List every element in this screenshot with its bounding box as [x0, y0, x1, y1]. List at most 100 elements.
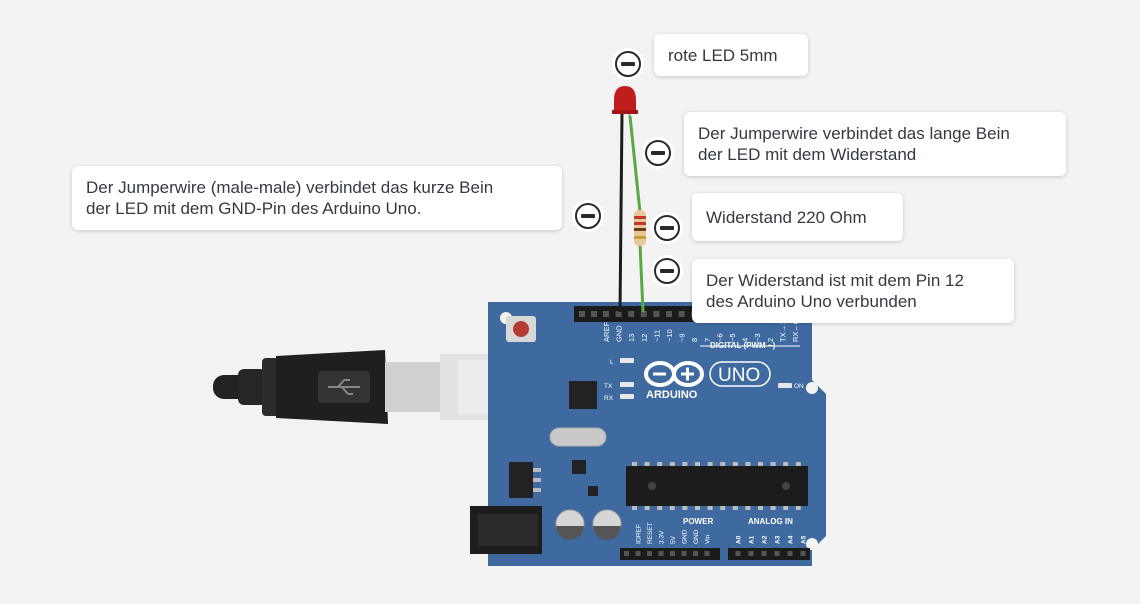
header-pin[interactable]: [615, 311, 622, 317]
digital-pin-label: 4: [741, 338, 750, 342]
chip-pin: [720, 462, 726, 466]
analog-pin[interactable]: [761, 551, 767, 556]
power-pin[interactable]: [670, 551, 675, 556]
analog-pin[interactable]: [748, 551, 754, 556]
led-rx-label: RX: [604, 395, 614, 402]
digital-pin-label: 13: [627, 334, 636, 342]
analog-pin[interactable]: [735, 551, 741, 556]
power-jack[interactable]: [470, 506, 542, 554]
digital-pin-label: ~11: [652, 330, 661, 342]
header-pin[interactable]: [579, 311, 585, 317]
chip-pin: [795, 462, 801, 466]
chip-pin: [669, 506, 675, 510]
led-on-label: ON: [794, 383, 804, 390]
chip-pin: [695, 506, 700, 510]
collapse-led-callout-icon[interactable]: [615, 51, 641, 77]
power-pin[interactable]: [647, 551, 652, 556]
power-pin[interactable]: [681, 551, 687, 556]
power-pin[interactable]: [635, 551, 641, 556]
header-pin[interactable]: [603, 311, 609, 317]
collapse-resistor-callout-icon[interactable]: [654, 215, 680, 241]
collapse-jumper-short-callout-icon[interactable]: [575, 203, 601, 229]
power-pin-label: GND: [693, 529, 700, 544]
digital-pin-label: ~3: [753, 333, 762, 342]
power-pin[interactable]: [624, 551, 629, 556]
power-pin[interactable]: [704, 551, 710, 556]
callout-resistor-text: Widerstand 220 Ohm: [706, 207, 867, 227]
led-tx: [620, 382, 634, 387]
power-pin-label: 5V: [670, 535, 677, 544]
power-pin[interactable]: [658, 551, 664, 556]
analog-pin-label: A1: [749, 535, 756, 544]
digital-pin-label: GND: [615, 325, 624, 342]
power-pin-label: 3.3V: [659, 530, 666, 544]
reset-button[interactable]: [506, 316, 536, 342]
collapse-jumper-long-callout-icon[interactable]: [645, 140, 671, 166]
chip-pin: [758, 462, 763, 466]
chip-pin: [695, 462, 700, 466]
callout-resistor-pin: Der Widerstand ist mit dem Pin 12 des Ar…: [692, 259, 1014, 323]
jumper-wire-black[interactable]: [618, 113, 624, 313]
chip-pin: [657, 506, 663, 510]
analog-pin[interactable]: [800, 551, 806, 556]
chip-pin: [682, 462, 688, 466]
jumper-wire-green[interactable]: [628, 115, 642, 213]
chip-pin: [682, 506, 688, 510]
chip-pin: [770, 462, 776, 466]
analog-pin[interactable]: [774, 551, 780, 556]
header-pin[interactable]: [628, 311, 635, 317]
analog-pin[interactable]: [787, 551, 793, 556]
red-led[interactable]: [612, 86, 641, 313]
uno-badge: [709, 361, 771, 387]
callout-jumper-long-line2: der LED mit dem Widerstand: [698, 145, 917, 164]
collapse-resistor-pin-callout-icon[interactable]: [654, 258, 680, 284]
header-pin[interactable]: [640, 311, 647, 317]
atmega-pins: [632, 462, 801, 510]
chip-pin: [644, 462, 650, 466]
analog-pin-label: A4: [788, 535, 795, 544]
chip-pin: [669, 462, 675, 466]
led-on: [778, 383, 792, 388]
power-label: POWER: [683, 517, 713, 526]
power-pin-label: Vin: [705, 534, 712, 544]
led-l: [620, 358, 634, 363]
chip-pin: [795, 506, 801, 510]
digital-pin-label: ~9: [678, 333, 687, 342]
callout-jumper-short: Der Jumperwire (male-male) verbindet das…: [72, 166, 562, 230]
header-pin[interactable]: [666, 311, 672, 317]
header-pin[interactable]: [678, 311, 685, 317]
analog-pin-label: A0: [736, 535, 743, 544]
chip-pin: [657, 462, 663, 466]
digital-pin-label: AREF: [602, 322, 611, 342]
mount-hole: [806, 382, 818, 394]
chip-pin: [770, 506, 776, 510]
digital-label: DIGITAL (PWM ~): [710, 341, 776, 350]
header-pin[interactable]: [653, 311, 660, 317]
usb-chip: [569, 381, 597, 409]
digital-pin-label: 12: [640, 334, 649, 342]
usb-symbol-icon: [328, 379, 360, 395]
digital-pin-label: ~5: [728, 333, 737, 342]
chip-pin: [632, 506, 637, 510]
resistor[interactable]: [634, 210, 646, 246]
callout-resistor: Widerstand 220 Ohm: [692, 193, 903, 241]
callout-led-text: rote LED 5mm: [668, 45, 778, 65]
digital-pin-label: ~6: [715, 333, 724, 342]
jumper-wire-green-pin12[interactable]: [638, 243, 645, 313]
digital-pin-label: 7: [703, 338, 712, 342]
led-tx-label: TX: [604, 383, 613, 390]
header-pin[interactable]: [591, 311, 597, 317]
chip-pin: [732, 462, 738, 466]
chip-pin: [720, 506, 726, 510]
chip-pin: [783, 462, 789, 466]
arduino-logo-text: ARDUINO: [646, 389, 698, 401]
callout-jumper-long: Der Jumperwire verbindet das lange Bein …: [684, 112, 1066, 176]
small-transistor: [588, 486, 598, 496]
callout-jumper-short-line1: Der Jumperwire (male-male) verbindet das…: [86, 178, 494, 197]
power-pin[interactable]: [693, 551, 698, 556]
analog-pin-label: A5: [801, 535, 808, 544]
chip-pin: [758, 506, 763, 510]
